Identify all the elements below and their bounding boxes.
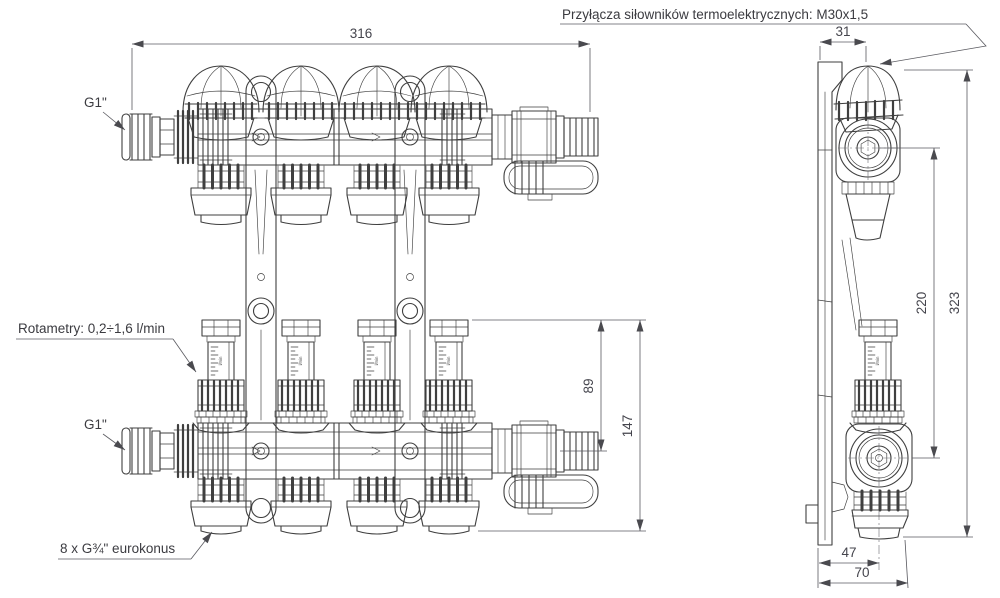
side-view bbox=[805, 61, 913, 570]
eurokonus-outlet bbox=[417, 163, 481, 226]
valve-body-side-top bbox=[835, 117, 901, 331]
dim-rotameter-to-axis: 89 bbox=[581, 378, 596, 393]
dim-rotameter-to-outlet: 147 bbox=[620, 415, 635, 438]
manifold-beam-bottom bbox=[197, 422, 493, 480]
drain-valve-bottom bbox=[491, 420, 599, 515]
eurokonus-outlet bbox=[269, 476, 333, 536]
label-eurokonus: 8 x G¾" eurokonus bbox=[60, 541, 175, 556]
valve-body-side-bottom bbox=[831, 423, 913, 570]
eurokonus-outlet bbox=[269, 163, 333, 226]
eurokonus-outlet bbox=[345, 476, 409, 536]
label-rotameters: Rotametry: 0,2÷1,6 l/min bbox=[18, 321, 165, 336]
dim-width: 316 bbox=[350, 26, 373, 41]
dim-total-depth: 70 bbox=[854, 565, 869, 580]
rotameter-side bbox=[848, 318, 908, 435]
label-inlet-top: G1" bbox=[84, 95, 107, 110]
eurokonus-outlet bbox=[417, 476, 481, 536]
dim-cap-offset: 31 bbox=[835, 24, 850, 39]
mounting-bracket-right bbox=[394, 75, 426, 524]
dim-axis-depth: 47 bbox=[841, 545, 856, 560]
eurokonus-outlet bbox=[345, 163, 409, 226]
rotameter bbox=[271, 318, 331, 435]
rotameter bbox=[419, 318, 479, 435]
annotations: Przyłącza siłowników termoelektrycznych:… bbox=[16, 7, 987, 560]
label-actuator-connections: Przyłącza siłowników termoelektrycznych:… bbox=[562, 7, 868, 22]
mounting-bracket-left bbox=[245, 75, 277, 524]
dim-axis-spacing: 220 bbox=[914, 292, 929, 315]
rotameter bbox=[347, 318, 407, 435]
inlet-connector-top bbox=[120, 109, 200, 165]
label-inlet-bottom: G1" bbox=[84, 417, 107, 432]
dimensions: 316 31 89 147 220 323 47 70 bbox=[131, 24, 973, 589]
mounting-plate bbox=[805, 61, 843, 546]
actuator-cap bbox=[181, 64, 261, 142]
drain-valve-top bbox=[491, 106, 599, 201]
actuator-cap-side bbox=[833, 65, 904, 133]
actuator-cap bbox=[337, 64, 417, 142]
rotameter bbox=[191, 318, 251, 435]
inlet-connector-bottom bbox=[120, 423, 200, 479]
actuator-cap bbox=[261, 64, 341, 142]
eurokonus-outlet bbox=[189, 163, 253, 226]
front-view bbox=[120, 64, 599, 536]
actuator-cap bbox=[409, 64, 489, 142]
dim-total-height: 323 bbox=[947, 292, 962, 315]
eurokonus-outlet bbox=[189, 476, 253, 536]
